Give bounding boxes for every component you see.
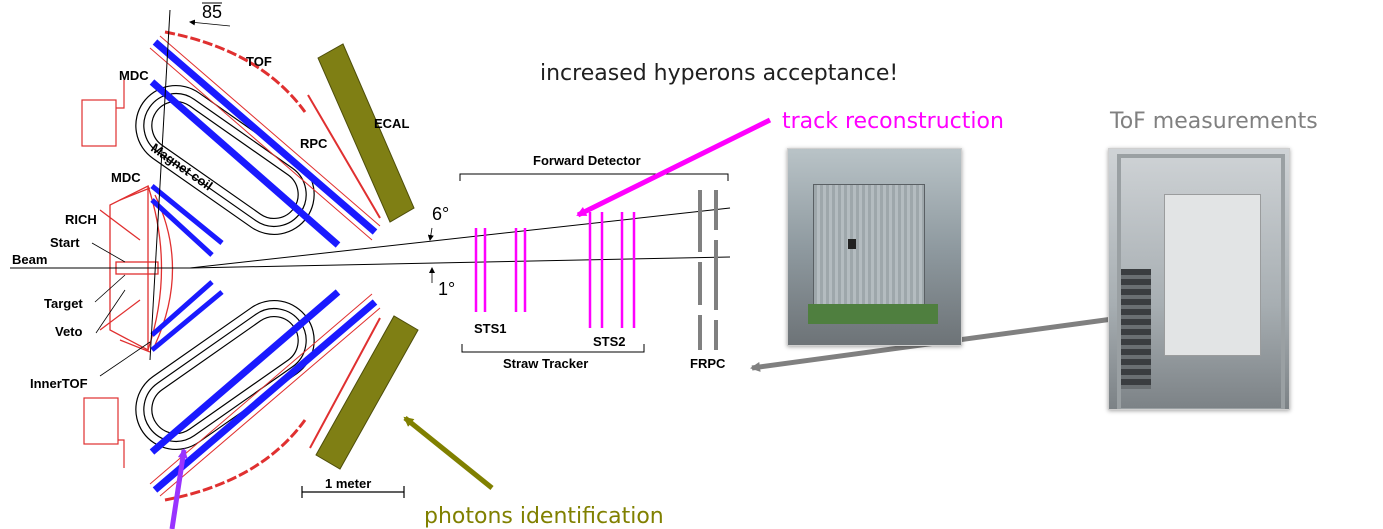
- label-mdc-mid: MDC: [111, 170, 141, 185]
- annotation-tof-measurements: ToF measurements: [1109, 109, 1318, 134]
- label-scale: 1 meter: [325, 476, 371, 491]
- label-inner-tof: InnerTOF: [30, 376, 88, 391]
- straw-tracker-bracket: [461, 344, 645, 353]
- label-forward-detector: Forward Detector: [533, 153, 641, 168]
- magnet-coil-upper: [135, 84, 315, 236]
- scale-bar: [301, 486, 405, 498]
- label-straw-tracker: Straw Tracker: [503, 356, 588, 371]
- label-frpc: FRPC: [690, 356, 726, 371]
- label-sts2: STS2: [593, 334, 626, 349]
- label-angle-6: 6°: [432, 204, 449, 224]
- tracker-cables: [808, 304, 938, 324]
- sts2-planes: [588, 212, 636, 328]
- tof-wall: [164, 30, 307, 502]
- label-angle-1: 1°: [438, 279, 455, 299]
- tof-frame: [1117, 154, 1285, 409]
- straw-tracker-photo: [787, 148, 962, 346]
- annotation-track: track reconstruction: [782, 109, 1004, 134]
- label-mdc-top: MDC: [119, 68, 149, 83]
- label-tof: TOF: [246, 54, 272, 69]
- label-target: Target: [44, 296, 83, 311]
- label-start: Start: [50, 235, 80, 250]
- rpc-planes: [307, 94, 381, 449]
- label-magnet-coil: Magnet coil: [148, 140, 215, 193]
- magnet-coil-lower: [135, 299, 315, 451]
- tof-wall-photo: [1108, 148, 1290, 410]
- spectrometer-drawing: 85 TOF MDC RPC ECAL Magnet coil MDC RICH…: [10, 2, 731, 502]
- forward-detector-bracket: [459, 173, 729, 181]
- label-sts1: STS1: [474, 321, 507, 336]
- label-ecal: ECAL: [374, 116, 409, 131]
- label-leaders: [91, 19, 435, 377]
- label-angle-85: 85: [202, 2, 222, 22]
- mdc-chambers: [149, 39, 378, 493]
- annotation-hyperons: increased hyperons acceptance!: [540, 61, 898, 86]
- arrow-violet: [169, 448, 188, 529]
- annotation-photons: photons identification: [424, 504, 664, 529]
- tracker-marker: [848, 239, 856, 249]
- label-veto: Veto: [55, 324, 83, 339]
- tof-electronics: [1121, 269, 1151, 389]
- tof-panel: [1164, 194, 1261, 356]
- frpc-planes: [698, 190, 718, 350]
- label-rich: RICH: [65, 212, 97, 227]
- label-rpc: RPC: [300, 136, 328, 151]
- sts1-planes: [474, 228, 527, 312]
- arrow-track: [576, 117, 772, 218]
- tracker-module: [813, 184, 925, 311]
- support-boxes: [81, 80, 125, 468]
- label-beam: Beam: [12, 252, 47, 267]
- ecal-blocks: [315, 43, 419, 470]
- arrow-photons: [403, 416, 494, 490]
